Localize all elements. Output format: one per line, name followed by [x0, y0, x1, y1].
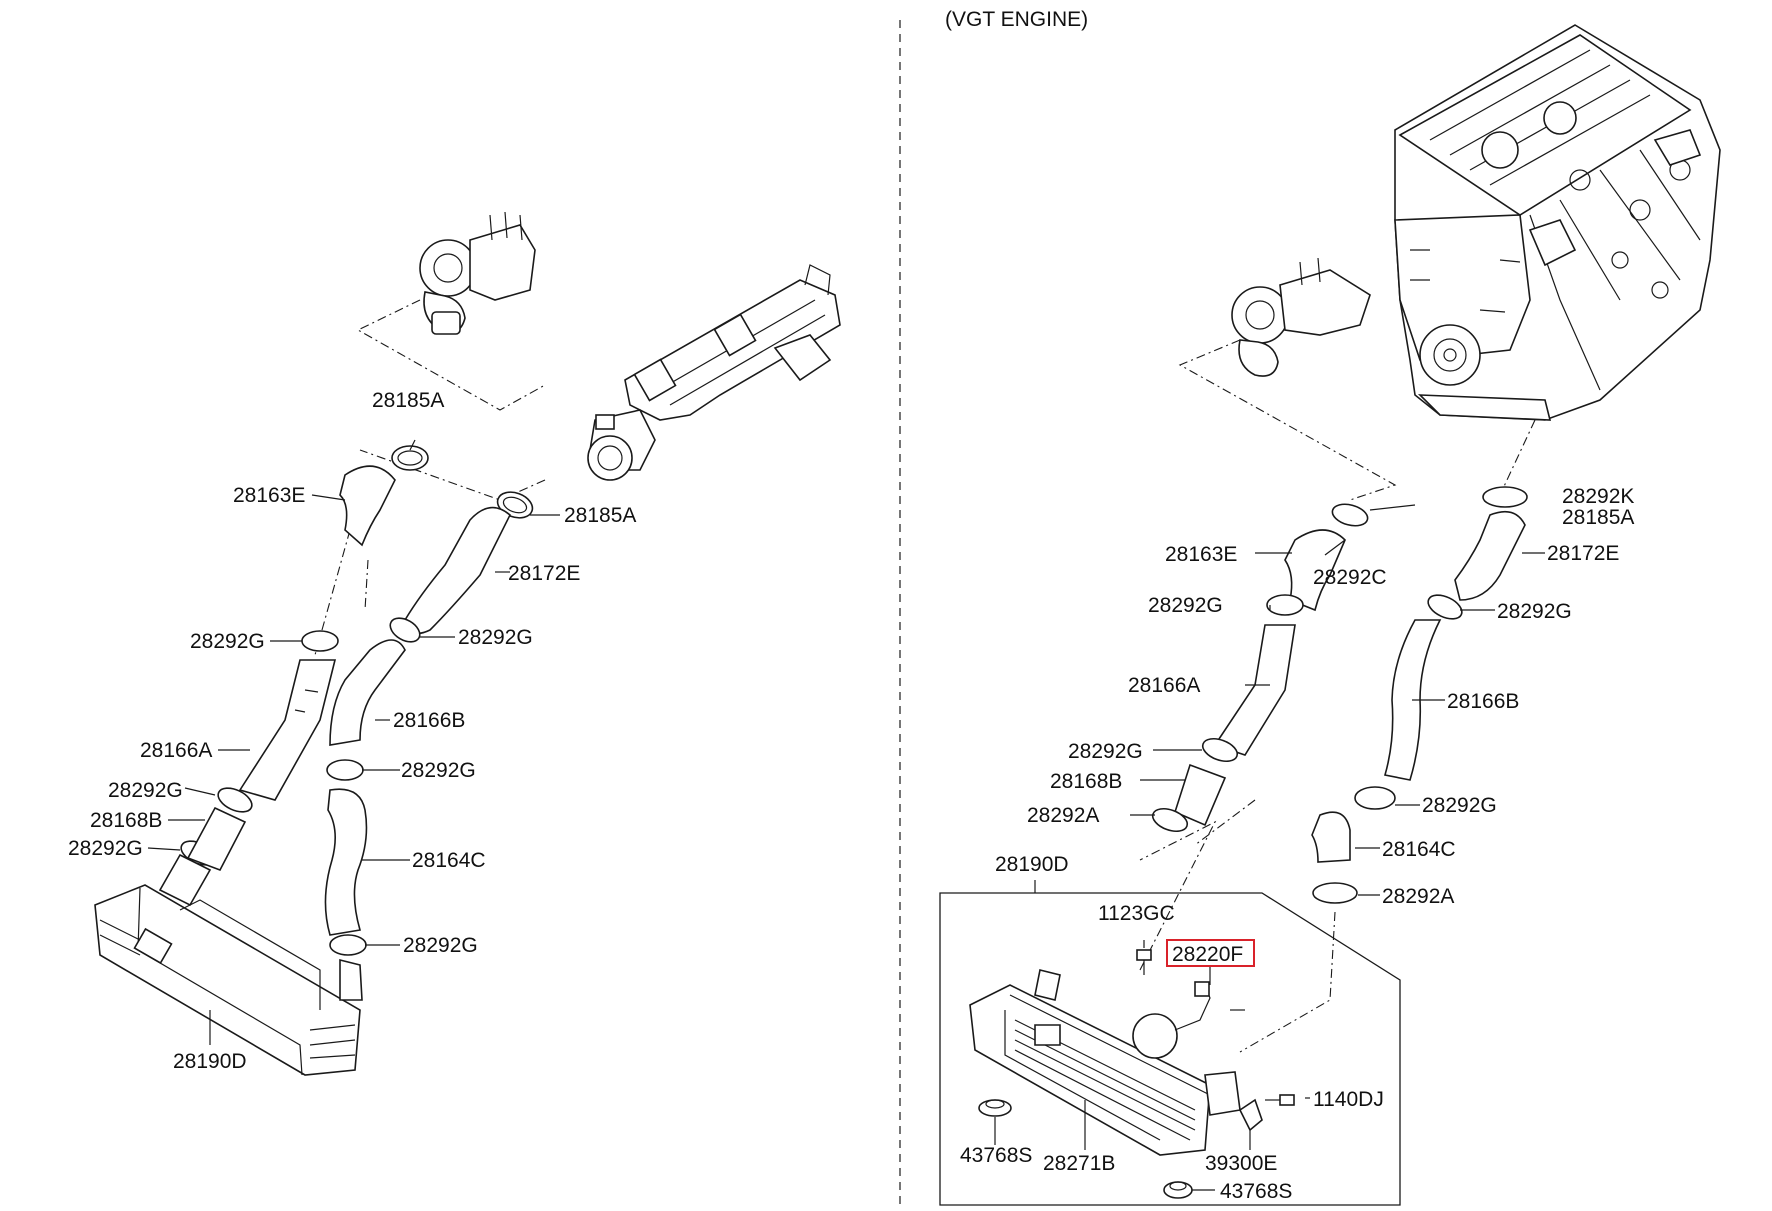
bolt-1140dj — [1265, 1094, 1295, 1106]
label-28292c: 28292C — [1313, 566, 1387, 589]
component-box — [939, 892, 1401, 1206]
mount-43768s-lower — [1163, 1181, 1193, 1199]
vgt-engine-header: (VGT ENGINE) — [945, 8, 1088, 31]
label-43768s-2: 43768S — [1220, 1180, 1292, 1203]
hose-28166a-left — [238, 659, 337, 801]
label-28292g-r2: 28292G — [1497, 600, 1572, 623]
label-28292g-4: 28292G — [108, 779, 183, 802]
label-28292g-3: 28292G — [401, 759, 476, 782]
label-28166a-left: 28166A — [140, 739, 212, 762]
hose-28164c-left — [324, 788, 368, 936]
hose-28166a-right — [1213, 624, 1296, 756]
label-28292g-6: 28292G — [403, 934, 478, 957]
label-43768s-1: 43768S — [960, 1144, 1032, 1167]
intercooler-28190d-right — [969, 969, 1241, 1156]
hose-28168b-left — [186, 806, 247, 871]
intake-manifold-left — [624, 264, 841, 421]
label-28185a-2: 28185A — [564, 504, 636, 527]
label-28166b-right: 28166B — [1447, 690, 1519, 713]
label-28292k: 28292K — [1562, 485, 1634, 508]
left-assembly — [94, 211, 841, 1076]
label-39300e: 39300E — [1205, 1152, 1277, 1175]
label-1123gc: 1123GC — [1098, 902, 1175, 925]
actuator-28220f — [1132, 981, 1211, 1059]
turbocharger-left — [419, 211, 536, 335]
label-28190d-right: 28190D — [995, 853, 1069, 876]
label-28172e-right: 28172E — [1547, 542, 1619, 565]
label-28292g-r1: 28292G — [1148, 594, 1223, 617]
hose-28166b-left — [329, 639, 406, 746]
right-assembly — [939, 24, 1721, 1206]
label-28292a-1: 28292A — [1027, 804, 1099, 827]
engine-block — [1394, 24, 1721, 421]
label-28172e-left: 28172E — [508, 562, 580, 585]
label-28292g-1: 28292G — [190, 630, 265, 653]
label-28190d-left: 28190D — [173, 1050, 247, 1073]
hose-28163e-left — [339, 465, 396, 547]
hose-28168b-right — [1174, 763, 1227, 827]
label-28163e-right: 28163E — [1165, 543, 1237, 566]
hose-28163e-right — [1284, 529, 1346, 612]
hose-28172e-left — [404, 506, 511, 635]
label-28292g-r4: 28292G — [1422, 794, 1497, 817]
label-28292a-2: 28292A — [1382, 885, 1454, 908]
label-28185a-right: 28185A — [1562, 506, 1634, 529]
label-28164c-right: 28164C — [1382, 838, 1456, 861]
label-28271b: 28271B — [1043, 1152, 1115, 1175]
label-28220f-highlighted: 28220F — [1172, 943, 1243, 966]
label-28292g-2: 28292G — [458, 626, 533, 649]
hose-28164c-right — [1311, 811, 1351, 863]
hose-28172e-right — [1454, 510, 1526, 601]
label-28185a-1: 28185A — [372, 389, 444, 412]
label-28163e-left: 28163E — [233, 484, 305, 507]
throttle-valve-left — [587, 409, 656, 481]
bolt-1123gc — [1136, 949, 1152, 975]
turbocharger-right — [1231, 257, 1371, 377]
label-28166b-left: 28166B — [393, 709, 465, 732]
clamp-28185a-upper-left — [391, 445, 429, 471]
label-28168b-right: 28168B — [1050, 770, 1122, 793]
label-28164c-left: 28164C — [412, 849, 486, 872]
highlight-box-28220f — [1166, 939, 1255, 967]
intercooler-28190d-left — [94, 853, 363, 1076]
label-28166a-right: 28166A — [1128, 674, 1200, 697]
label-28292g-r3: 28292G — [1068, 740, 1143, 763]
sensor-39300e — [1238, 1098, 1263, 1132]
mount-43768s-upper — [978, 1099, 1012, 1117]
label-28168b-left: 28168B — [90, 809, 162, 832]
label-1140dj: 1140DJ — [1313, 1088, 1384, 1111]
label-28292g-5: 28292G — [68, 837, 143, 860]
